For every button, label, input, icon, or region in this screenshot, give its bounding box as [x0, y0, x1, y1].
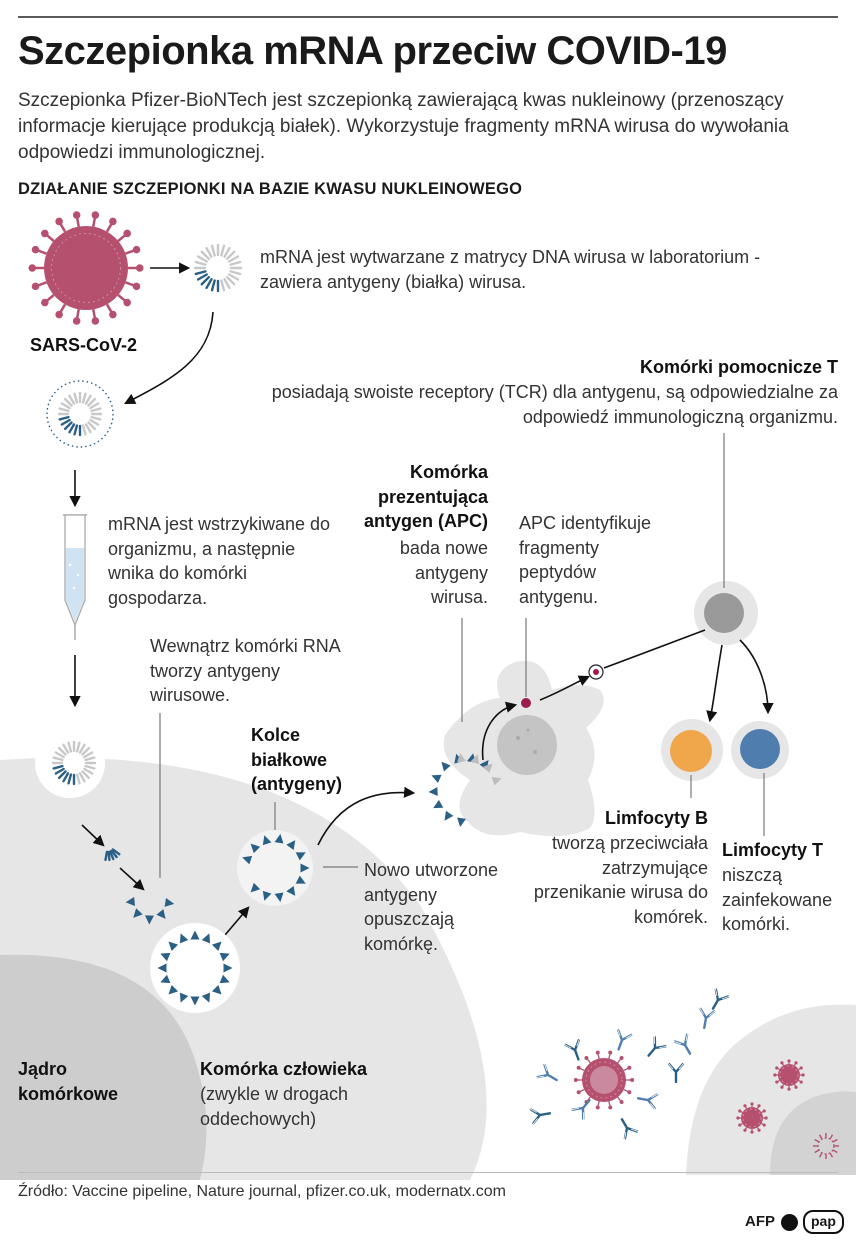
nucleus [0, 954, 207, 1180]
apc-nucleus [497, 715, 557, 775]
sars-cov-2-virus-icon [28, 211, 144, 325]
injection-label: mRNA jest wstrzykiwane do organizmu, a n… [108, 514, 331, 608]
b-cells-title: Limfocyty B [604, 808, 708, 828]
helper-desc: posiadają swoiste receptory (TCR) dla an… [271, 382, 838, 427]
t-cells-desc: niszczą zainfekowane komórki. [722, 865, 833, 934]
peptide-dot [521, 698, 531, 708]
apc-desc: bada nowe antygeny wirusa. [399, 538, 488, 607]
source-note: Źródło: Vaccine pipeline, Nature journal… [18, 1183, 506, 1200]
human-cell-title: Komórka człowieka [200, 1059, 368, 1079]
arrow-inside-apc [481, 701, 518, 761]
b-cells-desc: tworzą przeciwciała zatrzymujące przenik… [533, 833, 708, 927]
lipid-nanoparticle-icon [46, 380, 114, 448]
human-cell-desc: (zwykle w drogach oddechowych) [200, 1084, 349, 1129]
pap-logo: pap [803, 1210, 844, 1234]
page-title: Szczepionka mRNA przeciw COVID-19 [18, 29, 727, 73]
spikes-label: Kolce białkowe (antygeny) [251, 725, 343, 794]
t-cell [740, 729, 780, 769]
arrow-helper-to-t [739, 639, 774, 715]
arrow-inside-2 [119, 867, 145, 891]
inside-cell-label: Wewnątrz komórki RNA tworzy antygeny wir… [150, 636, 340, 705]
helper-t-cell [704, 593, 744, 633]
t-cells-title: Limfocyty T [722, 840, 824, 860]
antigen-surface-icon [237, 830, 313, 906]
infected-cell-nucleus [770, 1091, 856, 1175]
intro-text: Szczepionka Pfizer-BioNTech jest szczepi… [18, 90, 789, 163]
arrow-inside-1 [81, 824, 105, 847]
line-tcr-to-helper [603, 629, 706, 669]
arrow-apc-to-tcr [539, 675, 591, 701]
afp-logo: AFP [745, 1213, 775, 1230]
arrow-helper-to-b [706, 644, 723, 723]
apc-identify-label: APC identyfikuje fragmenty peptydów anty… [519, 513, 652, 607]
new-antigens-label: Nowo utworzone antygeny opuszczają komór… [364, 860, 499, 954]
arrow-to-apc [317, 786, 416, 846]
mrna-in-cell-icon [35, 728, 105, 798]
section-title: DZIAŁANIE SZCZEPIONKI NA BAZIE KWASU NUK… [18, 180, 523, 198]
antigen-vesicle-icon [150, 923, 240, 1013]
b-cell [670, 730, 712, 772]
apc-title: Komórka prezentująca antygen (APC) [363, 462, 488, 531]
nucleus-label: Jądro komórkowe [18, 1059, 119, 1104]
apc-antigen-arc-icon [428, 752, 502, 828]
arrow-mrna-to-lipid [124, 311, 214, 405]
arrow-to-surface [224, 906, 250, 936]
mrna-lab-label: mRNA jest wytwarzane z matrycy DNA wirus… [260, 247, 761, 292]
afp-dot [781, 1214, 798, 1231]
syringe-icon [63, 514, 87, 640]
footer-rule [18, 1172, 838, 1173]
virus-label: SARS-CoV-2 [30, 335, 138, 355]
helper-title: Komórki pomocnicze T [639, 357, 838, 377]
mrna-strand-icon [193, 243, 243, 293]
antibody-virus-scene-icon [528, 986, 839, 1159]
translation-fragments-icon [104, 848, 175, 925]
